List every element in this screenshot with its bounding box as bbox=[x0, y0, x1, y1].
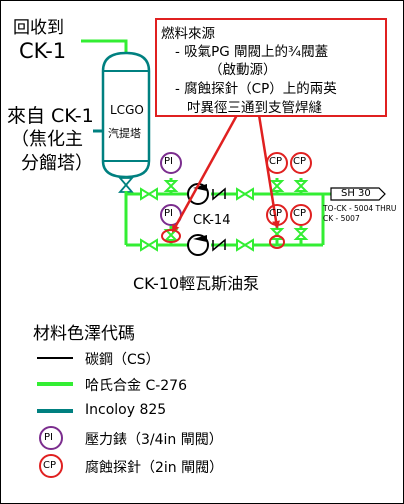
legend-label-incoloy: Incoloy 825 bbox=[85, 402, 167, 418]
pi-label-lower: PI bbox=[164, 208, 173, 219]
highlight-ring-cp bbox=[269, 235, 285, 249]
legend-title: 材料色澤代碼 bbox=[33, 324, 135, 344]
pump-title: CK-10輕瓦斯油泵 bbox=[133, 274, 260, 293]
tower-outlet-valve bbox=[118, 177, 134, 193]
legend-label-cp: 腐蝕探針（2in 閘閥） bbox=[85, 460, 224, 476]
legend-cp-icon bbox=[39, 454, 63, 478]
source-label-bottom: 分餾塔） bbox=[21, 153, 93, 174]
cp-label-3: CP bbox=[269, 208, 283, 219]
legend-pi-icon bbox=[39, 426, 63, 450]
legend-pi-text: PI bbox=[44, 432, 53, 443]
callout-title: 燃料來源 bbox=[161, 26, 215, 42]
legend-label-hastelloy: 哈氏合金 C-276 bbox=[85, 378, 187, 394]
source-label-mid: （焦化主 bbox=[11, 129, 83, 150]
cp-label-4: CP bbox=[293, 208, 307, 219]
stripper-tower bbox=[101, 51, 151, 179]
fuel-source-callout: 燃料來源 - 吸氣PG 閘閥上的¾閥蓋 （啟動源） - 腐蝕探針（CP）上的兩英… bbox=[155, 18, 387, 117]
dest-code: SH 30 bbox=[341, 188, 371, 199]
tower-name: LCGO bbox=[110, 103, 144, 117]
check-valves bbox=[212, 187, 226, 252]
offpage-connector bbox=[330, 187, 386, 201]
callout-line4: 吋異徑三通到支管焊縫 bbox=[187, 100, 322, 116]
pi-gauge-upper bbox=[160, 152, 182, 174]
legend-label-pi: 壓力錶（3/4in 閘閥） bbox=[85, 432, 223, 448]
legend-cp-text: CP bbox=[43, 460, 57, 471]
recycle-line bbox=[81, 39, 128, 53]
source-label-top: 來自 CK-1 bbox=[7, 105, 94, 127]
callout-line2: （啟動源） bbox=[209, 62, 277, 78]
cp-probe-2 bbox=[290, 152, 312, 174]
callout-arrow-pg bbox=[171, 114, 239, 233]
callout-line3: - 腐蝕探針（CP）上的兩英 bbox=[175, 81, 337, 97]
dest-line2: CK - 5007 bbox=[323, 214, 360, 223]
legend-label-cs: 碳鋼（CS） bbox=[85, 352, 160, 368]
callout-line1: - 吸氣PG 閘閥上的¾閥蓋 bbox=[175, 44, 329, 60]
dest-line1: TO-CK - 5004 THRU bbox=[323, 204, 397, 213]
pump-label: CK-14 bbox=[193, 213, 231, 228]
callout-arrow-cp bbox=[257, 114, 280, 229]
recycle-label-bottom: CK-1 bbox=[19, 39, 67, 63]
pi-label-upper: PI bbox=[164, 156, 173, 167]
recycle-label-top: 回收到 bbox=[13, 18, 64, 38]
highlight-ring-pg bbox=[161, 229, 181, 243]
cp-label-1: CP bbox=[269, 156, 283, 167]
cp-probe-4 bbox=[290, 204, 312, 226]
tower-subtitle: 汽提塔 bbox=[108, 127, 141, 140]
cp-label-2: CP bbox=[293, 156, 307, 167]
pump-lower bbox=[187, 234, 209, 256]
